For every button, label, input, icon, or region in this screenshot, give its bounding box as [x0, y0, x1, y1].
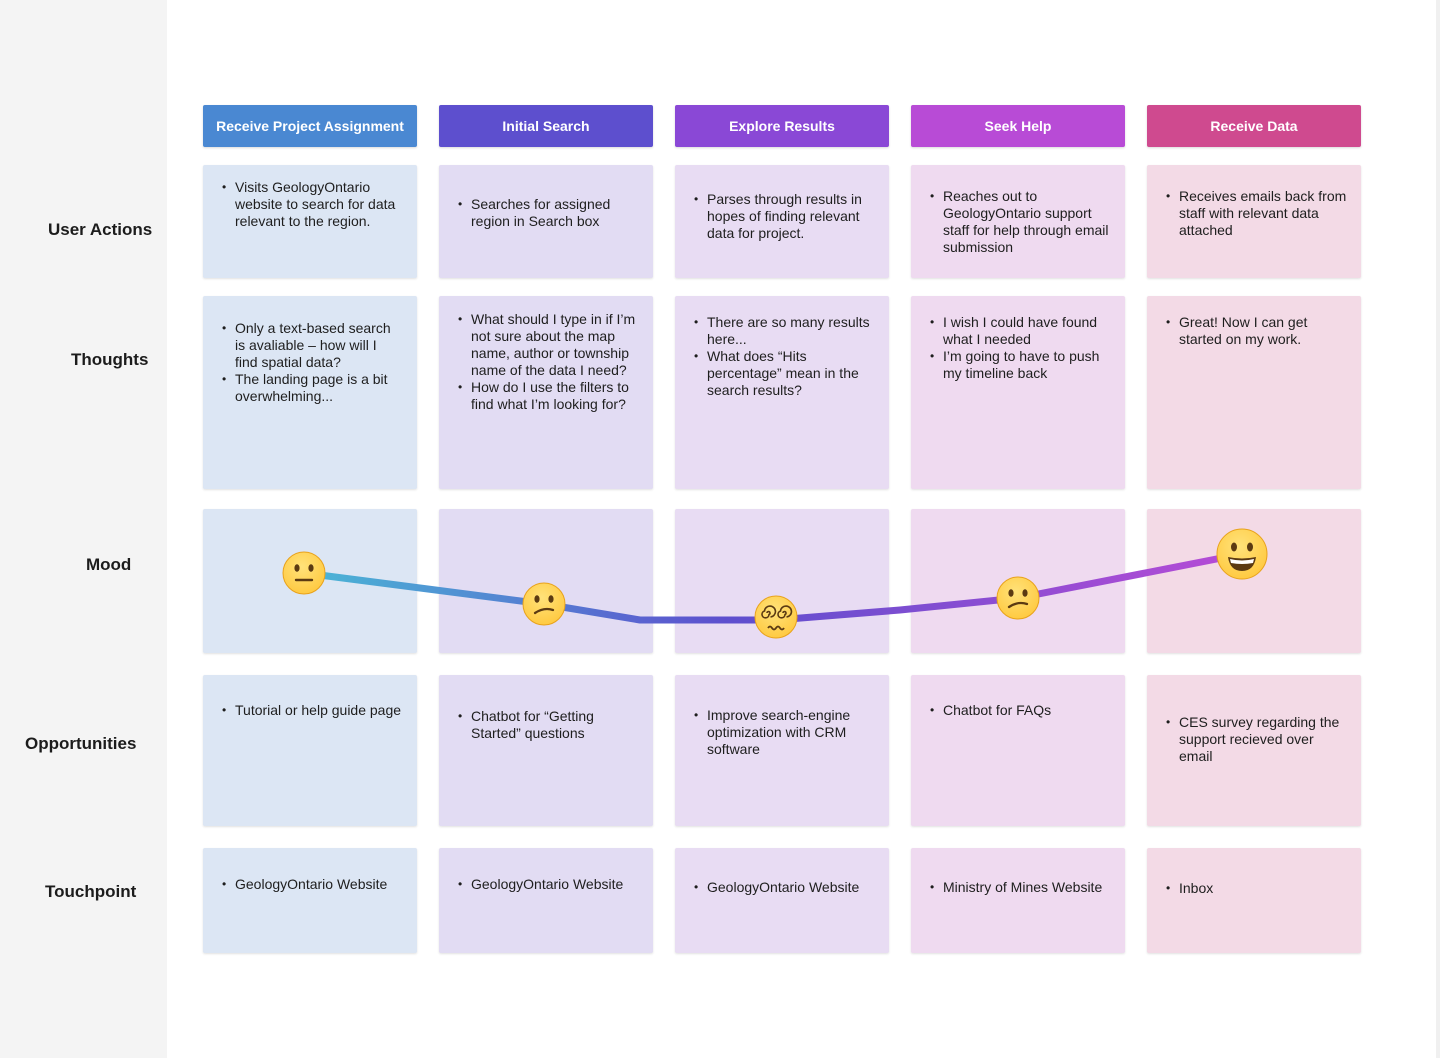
touchpoint-card: GeologyOntario Website: [675, 848, 889, 953]
list-item: Parses through results in hopes of findi…: [694, 191, 875, 242]
list-item: GeologyOntario Website: [694, 879, 875, 896]
thoughts-card: I wish I could have found what I neededI…: [911, 296, 1125, 489]
list-item: Searches for assigned region in Search b…: [458, 196, 639, 230]
list-item: Receives emails back from staff with rel…: [1166, 188, 1347, 239]
user-actions-list: Visits GeologyOntario website to search …: [203, 179, 417, 230]
opportunities-list: Tutorial or help guide page: [203, 702, 417, 719]
thoughts-list: Only a text-based search is avaliable – …: [203, 320, 417, 405]
mood-card: [203, 509, 417, 653]
list-item: There are so many results here...: [694, 314, 875, 348]
list-item: How do I use the filters to find what I’…: [458, 379, 639, 413]
list-item: What should I type in if I’m not sure ab…: [458, 311, 639, 379]
user-actions-card: Parses through results in hopes of findi…: [675, 165, 889, 278]
list-item: GeologyOntario Website: [222, 876, 403, 893]
opportunities-list: Chatbot for “Getting Started” questions: [439, 708, 653, 742]
stage-header: Explore Results: [675, 105, 889, 147]
row-label-opportunities: Opportunities: [25, 734, 137, 753]
list-item: The landing page is a bit overwhelming..…: [222, 371, 403, 405]
opportunities-card: Chatbot for “Getting Started” questions: [439, 675, 653, 826]
opportunities-list: CES survey regarding the support recieve…: [1147, 714, 1361, 765]
row-label-touchpoint: Touchpoint: [45, 882, 137, 901]
list-item: Ministry of Mines Website: [930, 879, 1111, 896]
mood-card: [675, 509, 889, 653]
touchpoint-card: Inbox: [1147, 848, 1361, 953]
opportunities-card: Chatbot for FAQs: [911, 675, 1125, 826]
thoughts-card: Great! Now I can get started on my work.: [1147, 296, 1361, 489]
row-label-user-actions: User Actions: [48, 220, 153, 239]
thoughts-card: What should I type in if I’m not sure ab…: [439, 296, 653, 489]
mood-card: [1147, 509, 1361, 653]
mood-card: [911, 509, 1125, 653]
opportunities-card: Tutorial or help guide page: [203, 675, 417, 826]
thoughts-list: Great! Now I can get started on my work.: [1147, 314, 1361, 348]
stage-header: Initial Search: [439, 105, 653, 147]
list-item: Only a text-based search is avaliable – …: [222, 320, 403, 371]
list-item: I’m going to have to push my timeline ba…: [930, 348, 1111, 382]
list-item: CES survey regarding the support recieve…: [1166, 714, 1347, 765]
user-actions-card: Visits GeologyOntario website to search …: [203, 165, 417, 278]
row-label-mood: Mood: [86, 555, 132, 574]
user-actions-list: Receives emails back from staff with rel…: [1147, 188, 1361, 239]
list-item: I wish I could have found what I needed: [930, 314, 1111, 348]
left-label-panel: [0, 0, 167, 1058]
touchpoint-card: Ministry of Mines Website: [911, 848, 1125, 953]
thoughts-list: There are so many results here...What do…: [675, 314, 889, 399]
opportunities-list: Chatbot for FAQs: [911, 702, 1125, 719]
touchpoint-card: GeologyOntario Website: [203, 848, 417, 953]
list-item: GeologyOntario Website: [458, 876, 639, 893]
list-item: Tutorial or help guide page: [222, 702, 403, 719]
stage-header: Seek Help: [911, 105, 1125, 147]
touchpoint-list: Ministry of Mines Website: [911, 879, 1125, 896]
thoughts-list: What should I type in if I’m not sure ab…: [439, 311, 653, 413]
touchpoint-list: GeologyOntario Website: [203, 876, 417, 893]
stage-header: Receive Data: [1147, 105, 1361, 147]
list-item: Great! Now I can get started on my work.: [1166, 314, 1347, 348]
opportunities-list: Improve search-engine optimization with …: [675, 707, 889, 758]
user-actions-list: Reaches out to GeologyOntario support st…: [911, 188, 1125, 256]
opportunities-card: CES survey regarding the support recieve…: [1147, 675, 1361, 826]
list-item: Improve search-engine optimization with …: [694, 707, 875, 758]
user-actions-card: Receives emails back from staff with rel…: [1147, 165, 1361, 278]
thoughts-card: There are so many results here...What do…: [675, 296, 889, 489]
list-item: Chatbot for “Getting Started” questions: [458, 708, 639, 742]
right-edge: [1436, 0, 1440, 1058]
user-actions-list: Searches for assigned region in Search b…: [439, 196, 653, 230]
touchpoint-list: Inbox: [1147, 880, 1361, 897]
thoughts-card: Only a text-based search is avaliable – …: [203, 296, 417, 489]
touchpoint-list: GeologyOntario Website: [439, 876, 653, 893]
row-label-thoughts: Thoughts: [71, 350, 149, 369]
opportunities-card: Improve search-engine optimization with …: [675, 675, 889, 826]
user-actions-card: Reaches out to GeologyOntario support st…: [911, 165, 1125, 278]
touchpoint-list: GeologyOntario Website: [675, 879, 889, 896]
user-actions-list: Parses through results in hopes of findi…: [675, 191, 889, 242]
touchpoint-card: GeologyOntario Website: [439, 848, 653, 953]
user-actions-card: Searches for assigned region in Search b…: [439, 165, 653, 278]
list-item: Reaches out to GeologyOntario support st…: [930, 188, 1111, 256]
list-item: Inbox: [1166, 880, 1347, 897]
list-item: Visits GeologyOntario website to search …: [222, 179, 403, 230]
stage-header: Receive Project Assignment: [203, 105, 417, 147]
list-item: Chatbot for FAQs: [930, 702, 1111, 719]
mood-card: [439, 509, 653, 653]
list-item: What does “Hits percentage” mean in the …: [694, 348, 875, 399]
thoughts-list: I wish I could have found what I neededI…: [911, 314, 1125, 382]
